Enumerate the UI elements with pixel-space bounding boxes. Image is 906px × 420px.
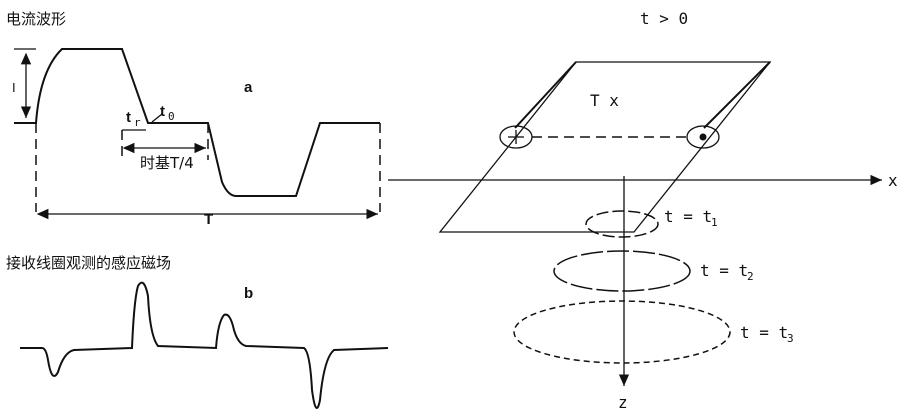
t0-label: t [160, 103, 165, 120]
field-ring-t3 [513, 300, 731, 364]
dot-terminal [686, 125, 720, 149]
ring-sub-t1: 1 [711, 216, 718, 229]
t0-subscript: 0 [168, 110, 175, 123]
current-waveform-title: 电流波形 [6, 10, 66, 28]
ring-sub-t3: 3 [787, 332, 794, 345]
field-ring-t1 [585, 210, 659, 238]
amplitude-label: I [12, 80, 16, 95]
ring-label-t1: t = t [664, 207, 712, 226]
current-waveform [14, 48, 380, 197]
induced-field-title: 接收线圈观测的感应磁场 [6, 254, 171, 272]
time-condition: t > 0 [640, 9, 688, 28]
tr-subscript: r [134, 116, 141, 129]
plus-terminal [499, 125, 533, 149]
ring-label-t2: t = t [700, 261, 748, 280]
ring-sub-t2: 2 [747, 270, 754, 283]
panel-b-label: b [244, 285, 253, 302]
t0-pointer [151, 113, 163, 123]
transmitter-plate [438, 61, 772, 233]
panel-a-label: a [244, 79, 253, 96]
tr-label: t [126, 109, 131, 126]
timebase-label: 时基T/4 [140, 154, 194, 172]
tx-label: T x [590, 91, 619, 110]
loop-wire-right [703, 61, 771, 129]
induced-field-waveform [20, 281, 389, 409]
dot-sign [699, 133, 707, 141]
ring-label-t3: t = t [740, 323, 788, 342]
loop-wire-left [514, 61, 577, 129]
x-axis-label: x [888, 171, 898, 190]
field-ring-t2 [553, 250, 691, 292]
z-axis-label: z [618, 393, 628, 412]
period-label: T [204, 211, 213, 228]
